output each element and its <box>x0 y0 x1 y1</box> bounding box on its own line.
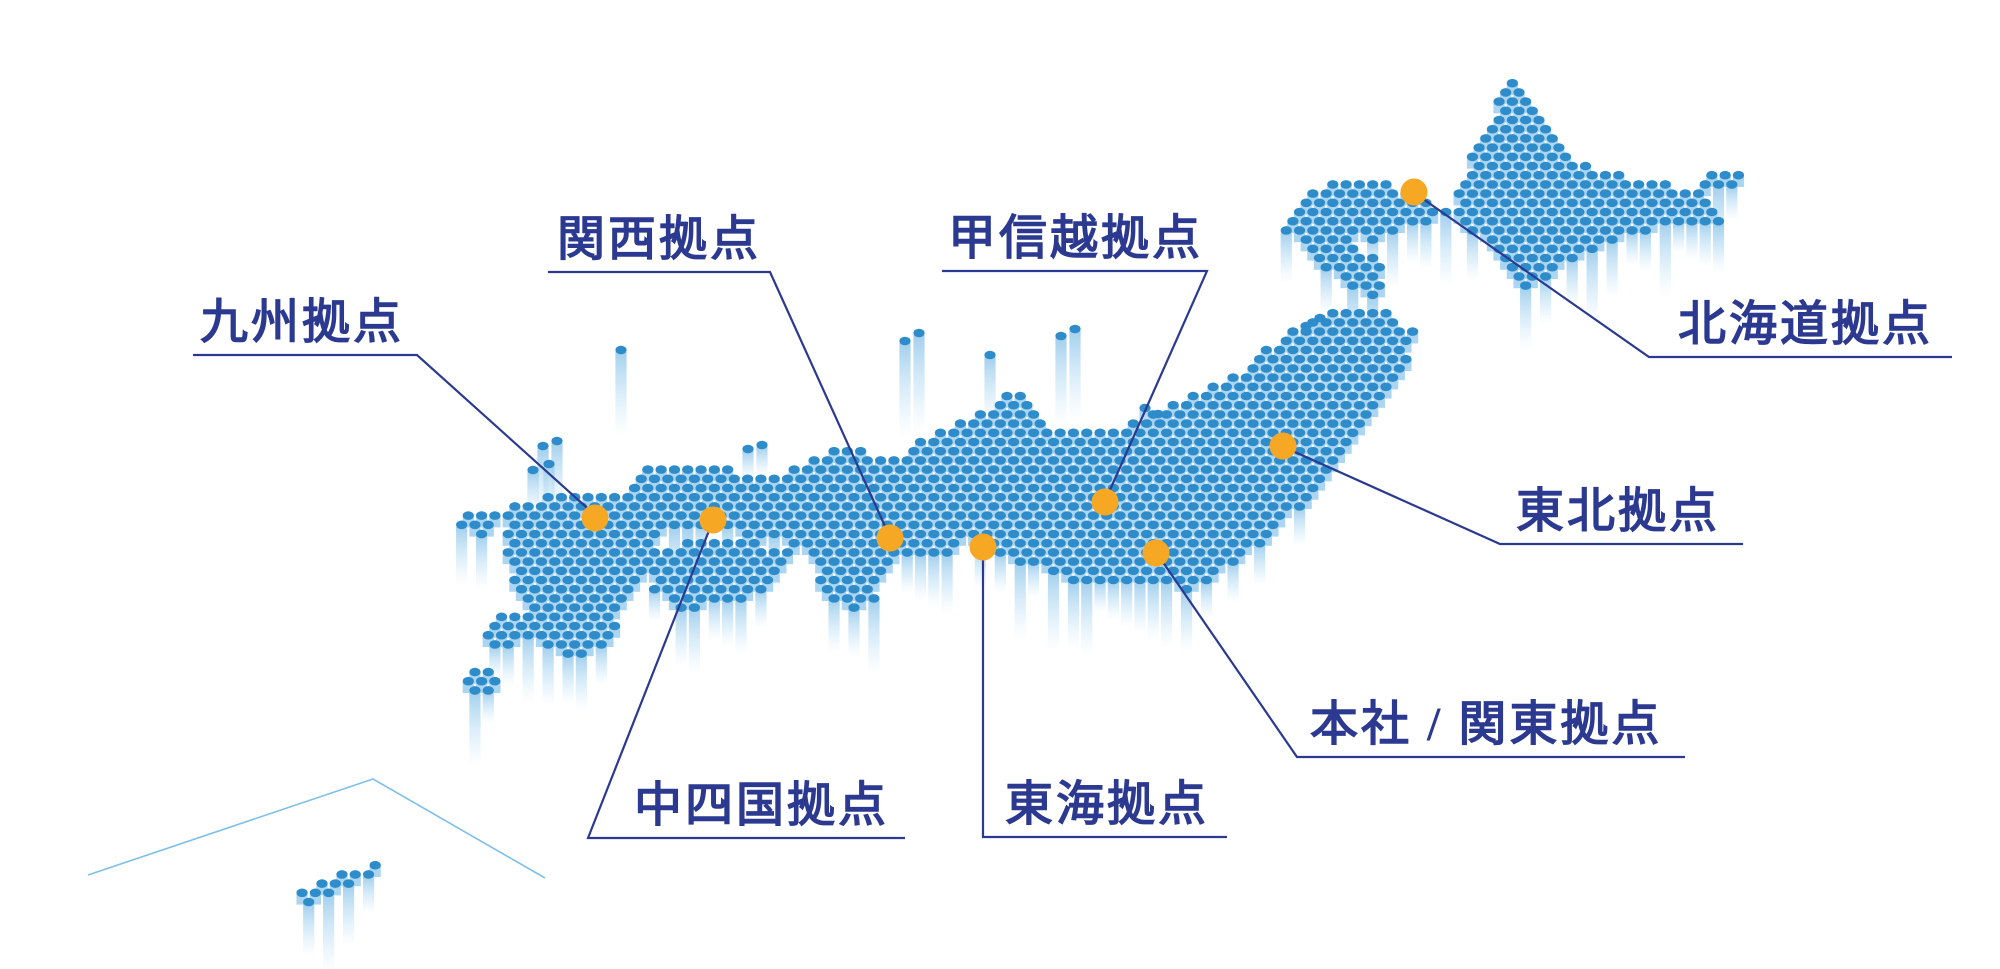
marker-tokai <box>969 533 997 561</box>
label-koshinetsu-base: 甲信越拠点 <box>948 212 1204 265</box>
map-pillars <box>296 84 1745 969</box>
marker-kansai <box>876 524 904 552</box>
label-tohoku-base: 東北拠点 <box>1516 485 1721 538</box>
japan-dot-grid <box>296 78 1745 907</box>
marker-honsha-kanto <box>1142 539 1170 567</box>
marker-chushikoku <box>699 506 727 534</box>
marker-hokkaido <box>1400 178 1428 206</box>
label-chushikoku-base: 中四国拠点 <box>634 779 890 832</box>
label-honsha-kanto-base: 本社 / 関東拠点 <box>1310 698 1663 751</box>
base-markers <box>581 178 1428 567</box>
label-tokai-base: 東海拠点 <box>1005 778 1210 831</box>
label-hokkaido-base: 北海道拠点 <box>1678 298 1934 351</box>
label-kansai-base: 関西拠点 <box>557 213 762 266</box>
marker-tohoku <box>1269 432 1297 460</box>
label-kyushu-base: 九州拠点 <box>200 296 405 349</box>
marker-koshinetsu <box>1091 488 1119 516</box>
okinawa-inset-line <box>87 778 546 879</box>
marker-kyushu <box>581 504 609 532</box>
leader-lines <box>193 193 1952 840</box>
